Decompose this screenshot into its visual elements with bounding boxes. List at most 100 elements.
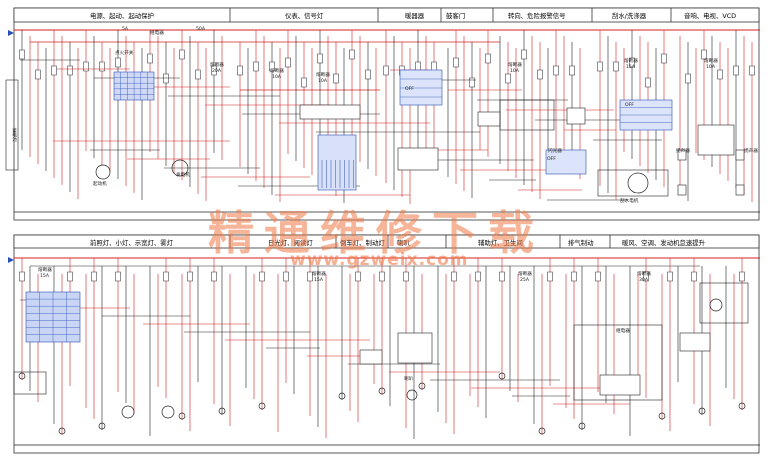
flasher-waveform <box>566 107 586 125</box>
label-relay-top: 继电器 <box>150 31 164 36</box>
ac-control-box <box>573 324 663 401</box>
fuse-top-26 <box>237 65 243 76</box>
fuse-top-22 <box>195 69 201 80</box>
label-off-a: OFF <box>405 87 414 92</box>
fuse-bottom-54 <box>451 271 457 282</box>
label-generator: 发电机 <box>176 173 190 178</box>
fuse-top-74 <box>645 77 651 88</box>
fuse-bottom-72 <box>595 271 601 282</box>
fuse-top-28 <box>253 61 259 72</box>
fuse-bottom-81 <box>667 271 673 282</box>
speaker-right-0 <box>735 149 745 161</box>
label-fuse-wiper-rating: 15A <box>626 65 635 70</box>
fuse-top-80 <box>701 49 707 60</box>
section-title-wiper: 刮水/洗涤器 <box>612 12 647 20</box>
speaker-left-1 <box>677 184 687 196</box>
fuse-top-64 <box>553 65 559 76</box>
fuse-bottom-21 <box>187 271 193 282</box>
section-title-power-start: 电源、起动、起动保护 <box>90 12 154 20</box>
label-flasher: 闪光器 <box>548 149 562 154</box>
label-fuse-bottom-b: 熔断器 <box>312 272 326 277</box>
fuse-top-52 <box>453 57 459 68</box>
label-horn: 喇叭 <box>404 377 414 382</box>
fuse-bottom-33 <box>283 271 289 282</box>
bottom-title-bar <box>13 234 760 249</box>
label-fuse-bottom-b-rating: 15A <box>314 278 323 283</box>
label-speaker-right: 扬声器 <box>744 149 758 154</box>
lamp-bottom-50 <box>418 382 426 390</box>
label-fuse-audio-rating: 10A <box>706 65 715 70</box>
label-ignition-switch: 点火开关 <box>115 51 134 56</box>
section-title-turn-signal: 转向、危险报警信号 <box>508 12 566 20</box>
watermark-url: www.gzweix.com <box>290 250 469 270</box>
label-starter: 起动机 <box>93 182 107 187</box>
generator-symbol <box>171 159 189 177</box>
ground-arrow-bottom <box>8 257 14 263</box>
wiper-motor-symbol <box>627 172 649 194</box>
section-title-aux-lights: 辅助灯、卫生间 <box>478 239 523 247</box>
top-title-bar <box>13 7 760 23</box>
fuse-bottom-78 <box>643 271 649 282</box>
label-fuse-50a: 50A <box>196 27 205 32</box>
fuse-bottom-66 <box>547 271 553 282</box>
fuse-top-40 <box>349 49 355 60</box>
headlamp-right <box>161 405 175 419</box>
heater-relay-box <box>397 147 439 171</box>
fuse-top-56 <box>485 53 491 64</box>
lamp-bottom-80 <box>658 412 666 420</box>
ac-relay-box <box>679 332 711 352</box>
section-title-horn: 喇叭 <box>397 239 410 247</box>
section-title-instruments: 仪表、信号灯 <box>285 12 324 20</box>
brake-relay-box <box>359 349 383 365</box>
fuse-top-36 <box>317 53 323 64</box>
fuse-top-70 <box>613 61 619 72</box>
section-title-heater: 暖器器 <box>405 12 425 20</box>
fuse-bottom-60 <box>499 271 505 282</box>
starter-motor-symbol <box>95 164 111 180</box>
section-title-reading-lights: 日光灯、阅读灯 <box>268 239 313 247</box>
fuse-bottom-6 <box>67 271 73 282</box>
fuse-bottom-36 <box>307 271 313 282</box>
fuse-top-76 <box>661 53 667 64</box>
fuse-top-24 <box>211 65 217 76</box>
headlight-relay-box <box>13 371 47 395</box>
fuse-top-8 <box>83 61 89 72</box>
fuse-bottom-24 <box>211 271 217 282</box>
fuse-top-34 <box>301 77 307 88</box>
lamp-bottom-70 <box>578 422 586 430</box>
horn-symbol <box>406 389 418 401</box>
label-fuse-top-a-rating: 20A <box>212 69 221 74</box>
label-fuse-top-c: 熔断器 <box>316 73 330 78</box>
audio-unit-box <box>697 124 735 156</box>
label-speaker-left: 扬声器 <box>676 149 690 154</box>
fuse-top-38 <box>333 73 339 84</box>
lamp-bottom-25 <box>218 407 226 415</box>
fuse-top-54 <box>469 77 475 88</box>
section-title-door: 鼓客门 <box>446 12 466 20</box>
fuse-top-58 <box>505 73 511 84</box>
fuse-top-42 <box>365 69 371 80</box>
lamp-bottom-5 <box>58 427 66 435</box>
idle-valve-symbol <box>709 298 723 312</box>
lamp-bottom-20 <box>178 412 186 420</box>
label-wiper-motor: 刮水电机 <box>620 199 639 204</box>
instrument-gauges-block <box>317 134 357 191</box>
wiper-motor-box <box>597 169 669 197</box>
label-battery: 蓄电池 <box>11 128 17 142</box>
fuse-top-18 <box>163 73 169 84</box>
fuse-bottom-9 <box>91 271 97 282</box>
fuse-top-16 <box>147 53 153 64</box>
fuse-top-82 <box>717 69 723 80</box>
fuse-bottom-0 <box>19 271 25 282</box>
label-fuse-top-c-rating: 10A <box>318 79 327 84</box>
fuse-bottom-42 <box>355 271 361 282</box>
fuse-top-4 <box>51 65 57 76</box>
fuse-top-0 <box>19 49 25 60</box>
label-fuse-bottom-a-rating: 15A <box>40 274 49 279</box>
fuse-bottom-12 <box>115 271 121 282</box>
label-off-c: OFF <box>547 157 556 162</box>
fuse-top-62 <box>537 69 543 80</box>
label-fuse-turn: 熔断器 <box>508 63 522 68</box>
fuse-bottom-69 <box>571 271 577 282</box>
